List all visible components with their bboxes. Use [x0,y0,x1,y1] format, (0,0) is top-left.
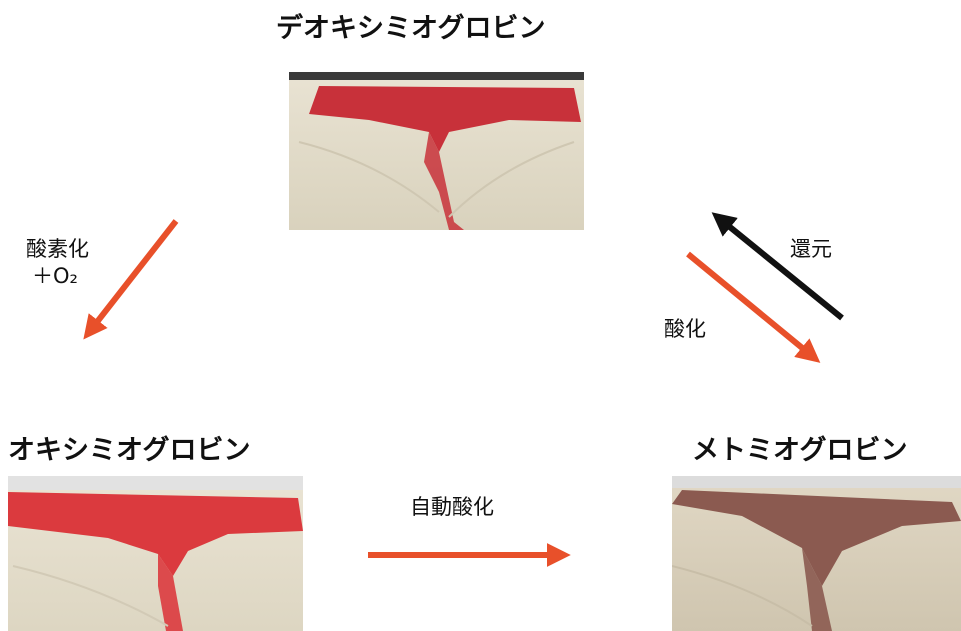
metmyoglobin-fish-photo [672,476,961,631]
oxygenation-text: 酸素化 [26,237,89,261]
oxygenation-arrow [83,219,179,340]
reduction-label: 還元 [790,237,832,261]
deoxymyoglobin-fish-photo [289,72,584,230]
met-brown-band [672,490,961,586]
oxygen-added-text: ＋O₂ [32,264,78,289]
deoxy-red-band [309,86,581,152]
oxygenation-label: 酸素化 ＋O₂ [26,236,89,291]
oxidation-label: 酸化 [664,317,706,341]
reduction-arrow [711,212,844,321]
title-metmyoglobin: メトミオグロビン [692,435,908,466]
oxymyoglobin-fish-photo [8,476,303,631]
oxidation-arrow [686,251,821,363]
title-oxymyoglobin: オキシミオグロビン [8,435,251,466]
title-deoxymyoglobin: デオキシミオグロビン [276,13,546,44]
autoxidation-label: 自動酸化 [410,495,494,519]
oxy-red-band [8,492,303,576]
